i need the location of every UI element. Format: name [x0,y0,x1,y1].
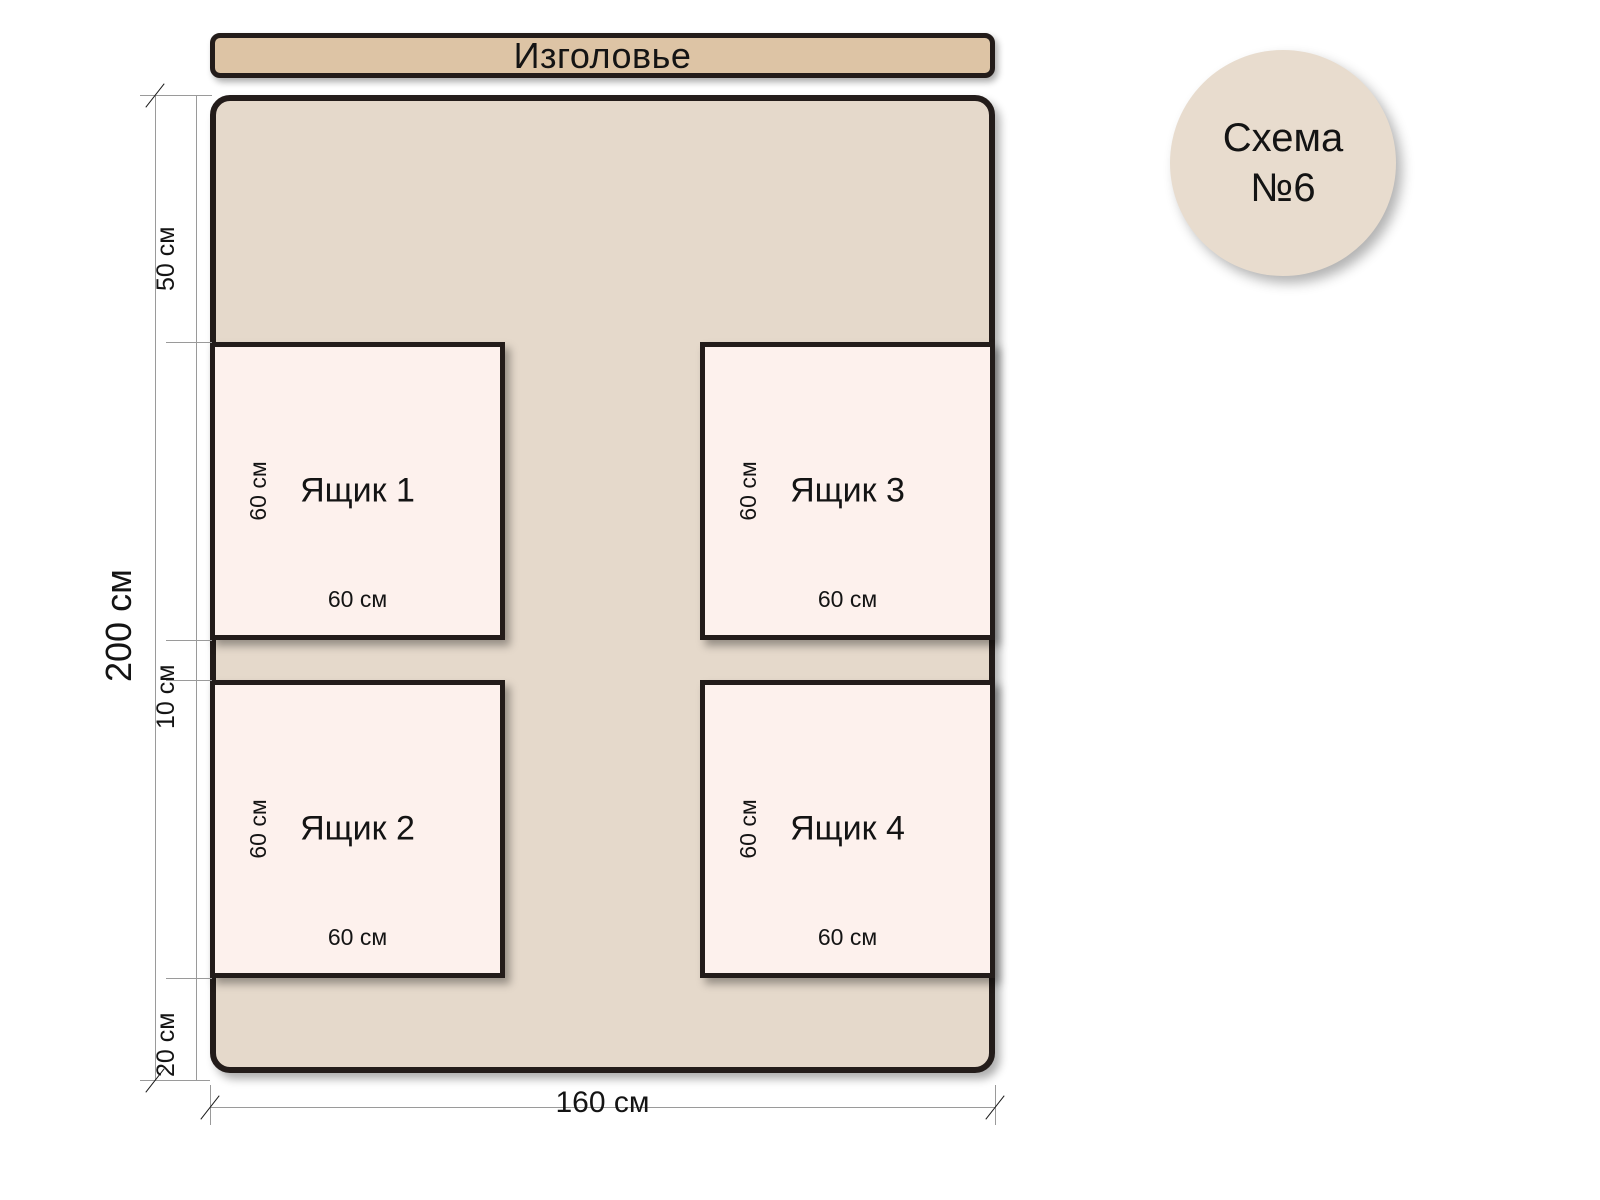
drawer-2-title: Ящик 2 [300,809,415,848]
drawer-4-width-label: 60 см [817,924,878,950]
seg-tick-50-top [166,95,212,96]
total-height-dim-line [155,95,156,1080]
drawer-4[interactable]: 60 см Ящик 4 60 см [700,680,995,978]
total-width-label: 160 см [555,1086,650,1119]
scheme-badge-line-2: №6 [1250,166,1316,210]
drawer-1[interactable]: 60 см Ящик 1 60 см [210,342,505,640]
drawer-2[interactable]: 60 см Ящик 2 60 см [210,680,505,978]
total-width-dim-line [210,1107,995,1108]
drawer-3[interactable]: 60 см Ящик 3 60 см [700,342,995,640]
drawer-3-width-label: 60 см [817,586,878,612]
middle-gap-label: 10 см [152,664,180,729]
headboard-bar: Изголовье [210,33,995,78]
seg-tick-row2-bottom [166,978,212,979]
total-height-label: 200 см [98,569,139,682]
headboard-label: Изголовье [513,34,692,76]
drawer-3-title: Ящик 3 [790,471,905,510]
seg-tick-row1-bottom [166,640,212,641]
seg-tick-50-bottom [166,342,212,343]
drawer-2-width-label: 60 см [327,924,388,950]
top-gap-label: 50 см [152,226,180,291]
segment-dim-line [196,95,197,1080]
seg-tick-gap-bottom [166,680,212,681]
drawer-1-title: Ящик 1 [300,471,415,510]
drawer-1-width-label: 60 см [327,586,388,612]
drawer-4-title: Ящик 4 [790,809,905,848]
total-height-extension-bottom [140,1080,210,1081]
scheme-badge: Схема №6 [1170,50,1396,276]
scheme-badge-line-1: Схема [1222,116,1344,160]
bottom-gap-label: 20 см [152,1012,180,1077]
